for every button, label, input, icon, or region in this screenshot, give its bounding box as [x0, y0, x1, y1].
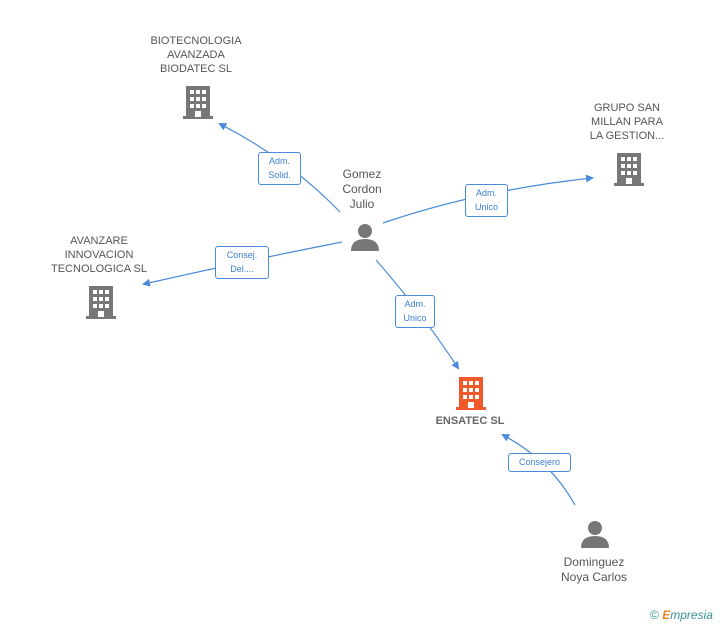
company-label-ensatec[interactable]: ENSATEC SL [435, 415, 505, 427]
edge-label-avanzare: Consej. Del.... [215, 246, 269, 279]
copyright-symbol: © [650, 608, 659, 622]
brand-name: mpresia [670, 608, 713, 622]
edge-label-grupo: Adm. Unico [465, 184, 508, 217]
edge-label-ensatec-gomez: Adm. Unico [395, 295, 435, 328]
company-label-biotec: BIOTECNOLOGIA AVANZADA BIODATEC SL [150, 35, 242, 75]
person-label-dominguez: Dominguez Noya Carlos [560, 555, 628, 584]
empresia-logo: © Empresia [650, 608, 713, 622]
building-icon[interactable] [86, 284, 116, 320]
brand-initial: E [662, 608, 671, 622]
company-label-grupo: GRUPO SAN MILLAN PARA LA GESTION... [589, 102, 665, 142]
company-label-avanzare: AVANZARE INNOVACION TECNOLOGICA SL [51, 235, 147, 275]
building-icon[interactable] [614, 151, 644, 187]
person-icon[interactable] [350, 223, 380, 251]
edge-label-ensatec-dominguez: Consejero [508, 453, 571, 472]
building-icon[interactable] [183, 84, 213, 120]
edge-label-biotec: Adm. Solid. [258, 152, 301, 185]
main-building-icon[interactable] [456, 375, 486, 411]
person-icon[interactable] [580, 520, 610, 548]
person-label-gomez: Gomez Cordon Julio [342, 167, 382, 211]
